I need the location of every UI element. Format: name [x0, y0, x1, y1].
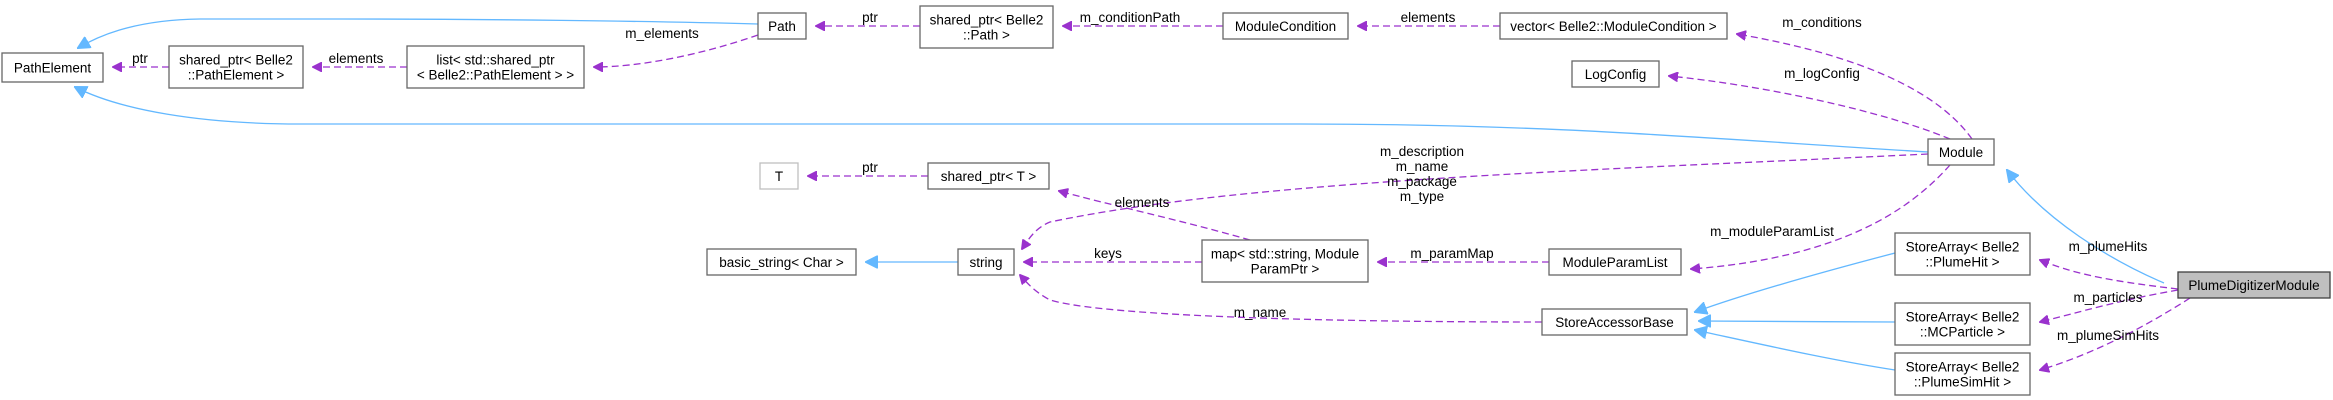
node-label: string — [969, 255, 1002, 270]
node-label: ::PlumeSimHit > — [1914, 375, 2011, 390]
edge-use-module-strings — [1022, 153, 1929, 249]
node-label: ::PlumeHit > — [1926, 255, 2000, 270]
node-label: ModuleParamList — [1562, 255, 1667, 270]
node-vector-module-condition[interactable]: vector< Belle2::ModuleCondition > — [1499, 12, 1728, 40]
node-store-array-plume-hit[interactable]: StoreArray< Belle2::PlumeHit > — [1894, 232, 2031, 276]
node-module-condition[interactable]: ModuleCondition — [1222, 12, 1349, 40]
node-label: ParamPtr > — [1251, 262, 1320, 277]
node-label: ::Path > — [963, 28, 1010, 43]
node-store-array-plume-sim-hit[interactable]: StoreArray< Belle2::PlumeSimHit > — [1894, 352, 2031, 396]
node-label: Module — [1939, 145, 1983, 160]
edge-label-ptr-path: ptr — [862, 10, 878, 25]
edge-inh-sa1-accessor — [1695, 252, 1896, 312]
node-label: map< std::string, Module — [1211, 247, 1359, 262]
node-string[interactable]: string — [957, 248, 1015, 276]
edge-label-m-elements: m_elements — [625, 26, 699, 41]
edge-label-m-name-store: m_name — [1234, 305, 1287, 320]
edge-label-m-log-config: m_logConfig — [1784, 66, 1860, 81]
node-store-accessor-base[interactable]: StoreAccessorBase — [1541, 308, 1688, 336]
edge-use-m-conditions — [1737, 34, 1973, 140]
node-shared-ptr-path-element[interactable]: shared_ptr< Belle2::PathElement > — [168, 45, 304, 89]
edge-label-elements-list: elements — [329, 51, 384, 66]
edge-use-module-paramlist — [1691, 164, 1951, 269]
node-log-config[interactable]: LogConfig — [1571, 60, 1660, 88]
nodes-layer: PathElement shared_ptr< Belle2::PathEleme… — [1, 5, 2331, 396]
node-label: shared_ptr< Belle2 — [930, 13, 1044, 28]
edge-label-m-plume-hits: m_plumeHits — [2069, 239, 2148, 254]
node-label: < Belle2::PathElement > > — [417, 68, 574, 83]
node-label: basic_string< Char > — [719, 255, 844, 270]
node-label: StoreArray< Belle2 — [1906, 310, 2020, 325]
edge-inh-module-pathelement — [75, 87, 1929, 153]
edge-use-elements-map — [1059, 191, 1251, 241]
node-module-param-list[interactable]: ModuleParamList — [1548, 248, 1682, 276]
node-label: PlumeDigitizerModule — [2188, 278, 2319, 293]
edge-label-ptr-t: ptr — [862, 160, 878, 175]
node-shared-ptr-t[interactable]: shared_ptr< T > — [927, 162, 1050, 190]
edge-label-elements-map: elements — [1115, 195, 1170, 210]
edge-use-m-logconfig — [1669, 76, 1951, 140]
edge-inh-sa2-accessor — [1699, 321, 1896, 322]
edge-use-particles — [2040, 289, 2179, 322]
node-label: vector< Belle2::ModuleCondition > — [1510, 19, 1716, 34]
node-list-shared-ptr[interactable]: list< std::shared_ptr< Belle2::PathEleme… — [406, 45, 585, 89]
node-label: StoreArray< Belle2 — [1906, 360, 2020, 375]
node-label: LogConfig — [1585, 67, 1647, 82]
edge-inh-plume-module — [2007, 170, 2165, 284]
node-label: StoreAccessorBase — [1555, 315, 1674, 330]
node-label: Path — [768, 19, 796, 34]
node-t[interactable]: T — [759, 162, 799, 190]
node-shared-ptr-path[interactable]: shared_ptr< Belle2::Path > — [919, 5, 1054, 49]
edge-label-m-param-map: m_paramMap — [1410, 246, 1493, 261]
node-label: ::PathElement > — [188, 68, 285, 83]
edge-label-m-plume-sim-hits: m_plumeSimHits — [2057, 328, 2159, 343]
edge-label-elements-condition: elements — [1401, 10, 1456, 25]
edge-label-m-particles: m_particles — [2073, 290, 2142, 305]
edge-use-m-elements — [594, 34, 759, 67]
node-label: StoreArray< Belle2 — [1906, 240, 2020, 255]
edge-label-m-module-param-list: m_moduleParamList — [1710, 224, 1834, 239]
node-label: T — [775, 169, 783, 184]
edge-label-m-condition-path: m_conditionPath — [1080, 10, 1181, 25]
node-store-array-mc-particle[interactable]: StoreArray< Belle2::MCParticle > — [1894, 302, 2031, 346]
node-label: shared_ptr< T > — [941, 169, 1037, 184]
node-path[interactable]: Path — [757, 12, 807, 40]
node-label: list< std::shared_ptr — [436, 53, 555, 68]
edge-inh-path-pathelement — [78, 18, 759, 48]
node-module[interactable]: Module — [1927, 138, 1995, 166]
edge-label-m-conditions: m_conditions — [1782, 15, 1862, 30]
node-plume-digitizer-module[interactable]: PlumeDigitizerModule — [2177, 271, 2331, 299]
node-basic-string[interactable]: basic_string< Char > — [706, 248, 857, 276]
edge-label-ptr-path-element: ptr — [132, 51, 148, 66]
node-label: PathElement — [14, 61, 92, 76]
node-label: ModuleCondition — [1235, 19, 1336, 34]
edge-label-keys: keys — [1094, 246, 1122, 261]
node-label: ::MCParticle > — [1920, 325, 2005, 340]
edge-inh-sa3-accessor — [1695, 330, 1896, 371]
node-label: shared_ptr< Belle2 — [179, 53, 293, 68]
node-path-element[interactable]: PathElement — [1, 52, 104, 83]
edge-use-plume-hits — [2040, 260, 2179, 290]
edge-use-plume-sim-hits — [2040, 297, 2191, 370]
edge-use-m-name — [1020, 275, 1543, 323]
edges-layer — [75, 18, 2191, 371]
